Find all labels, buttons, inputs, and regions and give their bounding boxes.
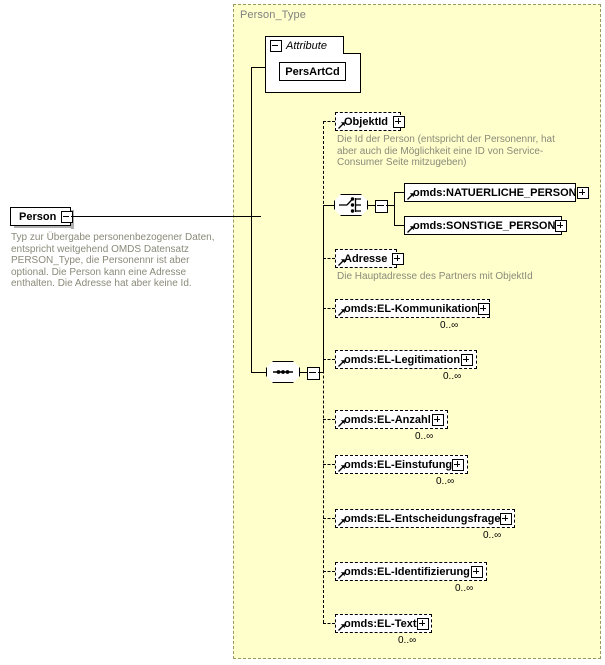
- connector-el-identifizierung: [323, 571, 335, 572]
- choice-compositor[interactable]: [334, 194, 372, 219]
- connector-el-entscheidungsfrage: [323, 518, 335, 519]
- collapse-icon-choice[interactable]: [375, 200, 388, 213]
- connector-sequence-ctrl: [300, 372, 308, 373]
- collapse-icon-sequence[interactable]: [307, 367, 320, 380]
- element-el-identifizierung-label: omds:EL-Identifizierung: [344, 565, 470, 578]
- expand-icon-objektid[interactable]: [393, 115, 406, 128]
- connector-choice: [323, 205, 334, 206]
- element-objektid[interactable]: ObjektId: [335, 112, 406, 133]
- element-el-einstufung[interactable]: omds:EL-Einstufung: [335, 455, 470, 476]
- element-el-entscheidungsfrage-label: omds:EL-Entscheidungsfrage: [344, 512, 501, 525]
- reference-arrow-icon: [338, 309, 345, 316]
- element-el-text[interactable]: omds:EL-Text: [335, 614, 434, 635]
- attribute-group-tab[interactable]: Attribute: [265, 36, 344, 54]
- element-el-identifizierung[interactable]: omds:EL-Identifizierung: [335, 562, 489, 583]
- person-type-container: [233, 4, 601, 659]
- element-sonstige-person[interactable]: omds:SONSTIGE_PERSON: [404, 216, 568, 237]
- expand-icon-el-identifizierung[interactable]: [471, 565, 483, 578]
- element-el-anzahl[interactable]: omds:EL-Anzahl: [335, 410, 450, 431]
- expand-icon-el-anzahl[interactable]: [432, 413, 444, 426]
- element-el-kommunikation[interactable]: omds:EL-Kommunikation: [335, 299, 492, 320]
- element-el-legitimation-label: omds:EL-Legitimation: [344, 353, 461, 366]
- connector-attribute: [251, 67, 266, 68]
- connector-el-anzahl: [323, 419, 335, 420]
- element-objektid-documentation: Die Id der Person (entspricht der Person…: [337, 134, 555, 169]
- connector-el-einstufung: [323, 464, 335, 465]
- connector-choice-vertical: [323, 205, 324, 373]
- reference-arrow-icon: [338, 360, 345, 367]
- connector-el-kommunikation: [323, 308, 335, 309]
- cardinality-el-legitimation: 0..∞: [443, 371, 462, 382]
- expand-icon-el-entscheidungsfrage[interactable]: [500, 512, 513, 525]
- choice-icon-glyph: [339, 197, 361, 213]
- connector-choice-bus-vertical: [394, 192, 395, 226]
- connector-el-text: [323, 623, 335, 624]
- attribute-persartcd[interactable]: PersArtCd: [279, 62, 348, 83]
- connector-sequence: [251, 372, 267, 373]
- reference-arrow-icon: [407, 193, 414, 200]
- element-natuerliche-person[interactable]: omds:NATUERLICHE_PERSON: [404, 183, 589, 204]
- connector-objektid: [323, 121, 335, 122]
- connector-bus-stub: [318, 372, 323, 373]
- connector-choice-bus-stub: [386, 205, 394, 206]
- element-natuerliche-person-label: omds:NATUERLICHE_PERSON: [413, 186, 577, 199]
- cardinality-el-entscheidungsfrage: 0..∞: [483, 530, 502, 541]
- element-el-einstufung-label: omds:EL-Einstufung: [344, 458, 453, 471]
- cardinality-el-text: 0..∞: [398, 635, 417, 646]
- element-el-entscheidungsfrage[interactable]: omds:EL-Entscheidungsfrage: [335, 509, 517, 530]
- element-adresse-label: Adresse: [344, 252, 388, 265]
- expand-icon-el-einstufung[interactable]: [452, 458, 465, 471]
- root-element-documentation: Typ zur Übergabe personenbezogener Daten…: [11, 232, 215, 290]
- element-el-text-label: omds:EL-Text: [344, 617, 417, 630]
- reference-arrow-icon: [338, 519, 345, 526]
- connector-choice-ctrl: [368, 205, 376, 206]
- connector-trunk-vertical: [251, 67, 252, 373]
- person-type-label: Person_Type: [240, 9, 306, 21]
- expand-icon-el-kommunikation[interactable]: [477, 302, 490, 315]
- expand-icon-adresse[interactable]: [392, 252, 405, 265]
- root-element-label: Person: [19, 210, 57, 223]
- element-adresse[interactable]: Adresse: [335, 249, 405, 270]
- reference-arrow-icon: [338, 420, 345, 427]
- reference-arrow-icon: [338, 259, 345, 266]
- connector-root: [71, 216, 261, 217]
- reference-arrow-icon: [338, 465, 345, 472]
- cardinality-el-anzahl: 0..∞: [415, 431, 434, 442]
- element-el-legitimation[interactable]: omds:EL-Legitimation: [335, 350, 479, 371]
- connector-choice-branch-1: [394, 192, 404, 193]
- root-element-person[interactable]: Person: [10, 207, 74, 228]
- reference-arrow-icon: [338, 624, 345, 631]
- sequence-compositor[interactable]: [266, 361, 304, 386]
- reference-arrow-icon: [407, 226, 414, 233]
- connector-choice-branch-2: [394, 225, 404, 226]
- expand-icon-el-legitimation[interactable]: [461, 353, 473, 366]
- attribute-persartcd-label: PersArtCd: [285, 65, 340, 78]
- cardinality-el-einstufung: 0..∞: [436, 476, 455, 487]
- element-objektid-label: ObjektId: [344, 115, 389, 128]
- connector-el-legitimation: [323, 359, 335, 360]
- attribute-tab-seam: [266, 53, 343, 54]
- element-adresse-documentation: Die Hauptadresse des Partners mit Objekt…: [337, 271, 533, 282]
- expand-icon-el-text[interactable]: [416, 617, 429, 630]
- element-el-anzahl-label: omds:EL-Anzahl: [344, 413, 431, 426]
- reference-arrow-icon: [338, 572, 345, 579]
- element-el-kommunikation-label: omds:EL-Kommunikation: [344, 302, 478, 315]
- cardinality-el-kommunikation: 0..∞: [440, 320, 459, 331]
- reference-arrow-icon: [338, 122, 345, 129]
- collapse-icon-attribute[interactable]: [270, 39, 282, 52]
- element-sonstige-person-label: omds:SONSTIGE_PERSON: [413, 219, 556, 232]
- connector-adresse: [323, 258, 335, 259]
- expand-icon-sonstige-person[interactable]: [555, 219, 568, 232]
- expand-icon-natuerliche-person[interactable]: [576, 186, 589, 199]
- attribute-group-label: Attribute: [286, 39, 327, 52]
- cardinality-el-identifizierung: 0..∞: [455, 583, 474, 594]
- sequence-icon-glyph: [273, 370, 293, 374]
